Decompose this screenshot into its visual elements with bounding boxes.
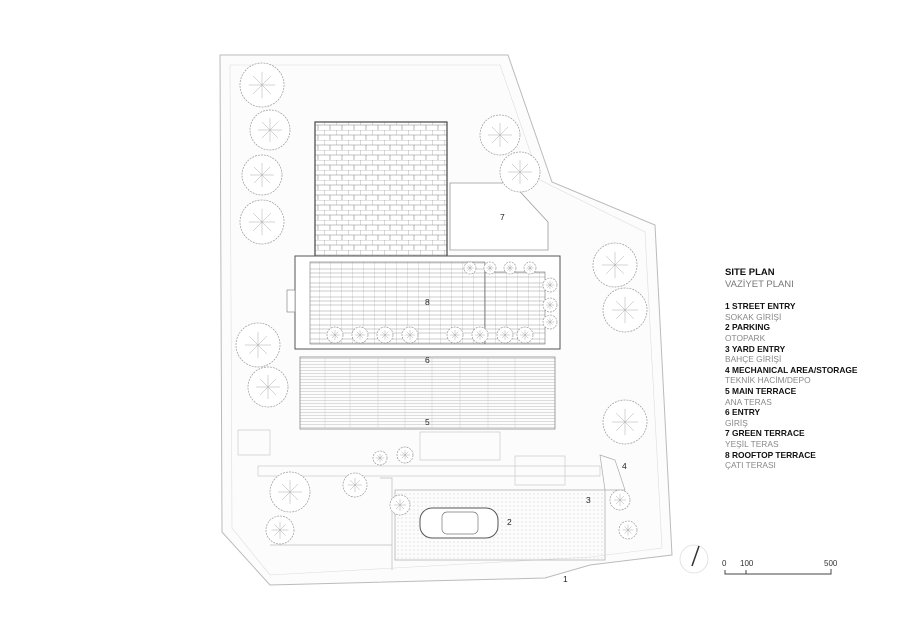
tree-branches-icon bbox=[611, 296, 639, 324]
legend-item-5: 5 MAIN TERRACE bbox=[725, 385, 797, 396]
legend-item-4: 4 MECHANICAL AREA/STORAGE bbox=[725, 364, 858, 375]
label-3: 3 bbox=[586, 495, 591, 505]
scale-tick-500: 500 bbox=[824, 559, 838, 568]
tree-branches-icon bbox=[256, 375, 280, 399]
entry-canopy bbox=[299, 356, 556, 430]
label-2: 2 bbox=[507, 517, 512, 527]
tree-branches-icon bbox=[526, 264, 534, 272]
roof-upper-volume bbox=[314, 121, 448, 259]
tree-branches-icon bbox=[488, 123, 512, 147]
label-7: 7 bbox=[500, 212, 505, 222]
tree-branches-icon bbox=[347, 477, 363, 493]
label-1: 1 bbox=[563, 574, 568, 584]
tree-branches-icon bbox=[248, 208, 276, 236]
legend-item-7-tr: YEŞİL TERAS bbox=[725, 438, 779, 449]
legend-item-6: 6 ENTRY bbox=[725, 407, 761, 418]
tree-branches-icon bbox=[545, 280, 555, 290]
tree-branches-icon bbox=[520, 330, 530, 340]
tree-branches-icon bbox=[614, 494, 626, 506]
legend-item-8: 8 ROOFTOP TERRACE bbox=[725, 449, 816, 460]
scale-tick-100: 100 bbox=[740, 559, 754, 568]
tree-branches-icon bbox=[486, 264, 494, 272]
legend-item-5-tr: ANA TERAS bbox=[725, 396, 772, 407]
tree-branches-icon bbox=[466, 264, 474, 272]
tree-branches-icon bbox=[611, 408, 639, 436]
car-icon bbox=[419, 507, 499, 539]
scale-bar: 0 100 500 bbox=[722, 559, 838, 575]
tree-branches-icon bbox=[271, 521, 289, 539]
label-8: 8 bbox=[425, 297, 430, 307]
legend-title: SITE PLAN bbox=[725, 267, 775, 278]
north-arrow-icon bbox=[679, 544, 709, 574]
legend-item-8-tr: ÇATI TERASI bbox=[725, 460, 776, 471]
legend-item-4-tr: TEKNİK HACİM/DEPO bbox=[725, 375, 811, 386]
legend-item-2-tr: OTOPARK bbox=[725, 332, 766, 343]
legend-item-2: 2 PARKING bbox=[725, 322, 770, 333]
label-5: 5 bbox=[425, 417, 430, 427]
tree-branches-icon bbox=[601, 251, 629, 279]
tree-branches-icon bbox=[375, 453, 385, 463]
tree-branches-icon bbox=[330, 330, 340, 340]
tree-branches-icon bbox=[244, 331, 272, 359]
legend-item-1-tr: SOKAK GİRİŞİ bbox=[725, 311, 782, 322]
tree-branches-icon bbox=[545, 300, 555, 310]
tree-branches-icon bbox=[506, 264, 514, 272]
tree-branches-icon bbox=[380, 330, 390, 340]
tree-branches-icon bbox=[450, 330, 460, 340]
tree-branches-icon bbox=[545, 317, 555, 327]
tree-branches-icon bbox=[508, 160, 532, 184]
tree-branches-icon bbox=[405, 330, 415, 340]
tree-branches-icon bbox=[250, 163, 274, 187]
scale-tick-0: 0 bbox=[722, 559, 727, 568]
tree-branches-icon bbox=[258, 118, 282, 142]
tree-branches-icon bbox=[394, 499, 406, 511]
legend-subtitle: VAZİYET PLANI bbox=[725, 278, 794, 290]
legend-item-3-tr: BAHÇE GİRİŞİ bbox=[725, 354, 782, 365]
label-6: 6 bbox=[425, 355, 430, 365]
legend-item-6-tr: GİRİŞ bbox=[725, 417, 748, 428]
tree-branches-icon bbox=[475, 330, 485, 340]
green-terrace bbox=[449, 182, 549, 251]
legend-item-7: 7 GREEN TERRACE bbox=[725, 428, 805, 439]
tree-branches-icon bbox=[400, 450, 410, 460]
tree-branches-icon bbox=[278, 480, 302, 504]
tree-branches-icon bbox=[500, 330, 510, 340]
tree-branches-icon bbox=[622, 524, 634, 536]
label-4: 4 bbox=[622, 461, 627, 471]
plan-labels: 1 2 3 4 5 6 7 8 bbox=[425, 212, 627, 584]
legend-item-1: 1 STREET ENTRY bbox=[725, 301, 796, 312]
tree-branches-icon bbox=[248, 71, 276, 99]
legend-item-3: 3 YARD ENTRY bbox=[725, 343, 786, 354]
tree-branches-icon bbox=[355, 330, 365, 340]
